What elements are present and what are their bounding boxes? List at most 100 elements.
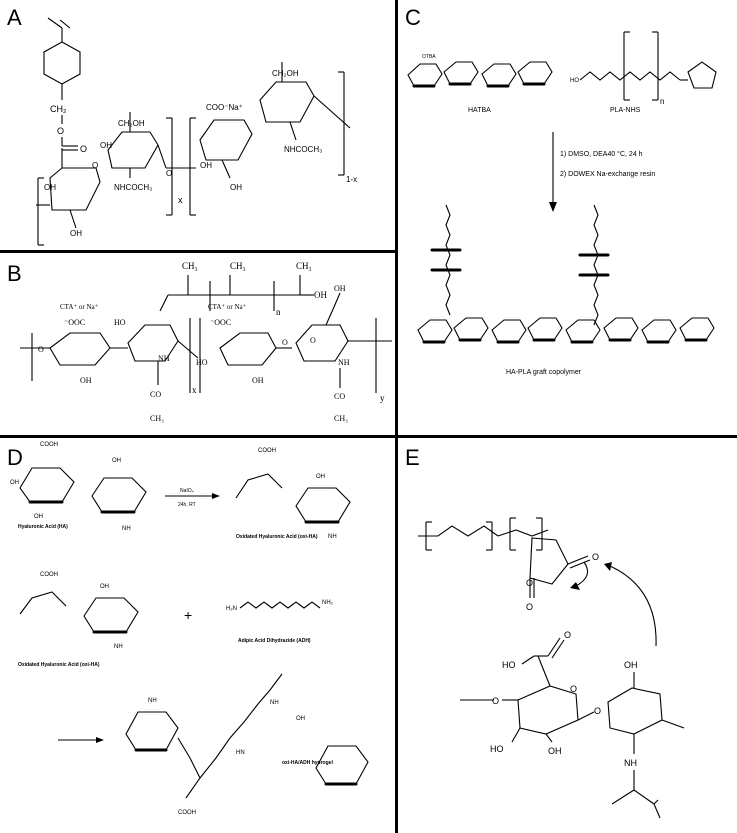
b-cta1: CTA⁺ or Na⁺	[60, 303, 99, 311]
a-nhcoch3b: NHCOCH₃	[284, 145, 322, 154]
d-hydrogel: oxi-HA/ADH hydrogel	[282, 760, 333, 766]
a-coona: COO⁻Na⁺	[206, 103, 243, 112]
b-ch3e: CH₃	[334, 414, 348, 423]
d-nh2: NH	[328, 534, 337, 540]
panel-c: C OTBA HATBA HO n PLA-NHS 1) DMSO, DE	[398, 0, 737, 435]
e-o4: O	[570, 684, 577, 694]
d-nh5: NH	[270, 700, 279, 706]
b-x: x	[192, 385, 197, 395]
b-nh1: NH	[158, 354, 170, 363]
panel-b-label: B	[7, 261, 22, 286]
c-step2: 2) DOWEX Na-exchange resin	[560, 171, 655, 178]
b-oh2: OH	[80, 376, 92, 385]
d-ha: Hyaluronic Acid (HA)	[18, 524, 68, 530]
b-cta2: CTA⁺ or Na⁺	[208, 303, 247, 311]
panel-a-structure: CH₂ O O OH OH x O CH₂OH OH NHCOCH₃ O	[36, 17, 357, 246]
a-o1: O	[57, 126, 64, 136]
e-o5: O	[492, 696, 499, 706]
panel-a: A CH₂ O O OH OH x O CH₂OH OH	[0, 0, 395, 250]
panel-c-structure: OTBA HATBA HO n PLA-NHS 1) DMSO, DEA40 °…	[407, 31, 717, 376]
e-oh2: OH	[624, 660, 638, 670]
b-n: n	[276, 307, 281, 317]
d-cooh1: COOH	[40, 442, 58, 448]
a-oh2: OH	[70, 229, 82, 238]
c-product: HA-PLA graft copolymer	[506, 369, 582, 376]
panel-d: D COOH OH OH OH NH Hyaluronic Acid (HA) …	[0, 438, 395, 833]
c-plnhs: PLA-NHS	[610, 107, 641, 114]
c-product-backbone	[417, 317, 715, 344]
b-ch3d: CH₃	[150, 414, 164, 423]
c-n: n	[660, 97, 664, 106]
a-ch2oh: CH₂OH	[118, 119, 145, 128]
c-hatba: HATBA	[468, 107, 491, 114]
d-oh4: OH	[316, 474, 325, 480]
d-oxiha: Oxidated Hyaluronic Acid (oxi-HA)	[236, 534, 318, 540]
d-h2n: H₂N	[226, 606, 237, 612]
a-oh5: OH	[230, 183, 242, 192]
divider-vertical	[395, 0, 398, 833]
panel-c-label: C	[405, 5, 421, 30]
b-ch3b: CH₃	[230, 261, 246, 271]
a-ch2: CH₂	[50, 104, 67, 114]
b-ch3a: CH₃	[182, 261, 198, 271]
a-o4: O	[166, 169, 172, 178]
a-oh3: OH	[100, 141, 112, 150]
e-nh: NH	[624, 758, 637, 768]
divider-horizontal-top	[0, 250, 396, 253]
b-o2: O	[282, 338, 288, 347]
d-cooh4: COOH	[178, 810, 196, 816]
panel-e: E O O O HO O	[398, 438, 737, 833]
a-onex: 1-x	[346, 175, 357, 184]
c-graft-pla-left	[430, 204, 462, 316]
a-ch2oh2: CH₂OH	[272, 69, 299, 78]
a-o3: O	[92, 161, 98, 170]
d-oh3: OH	[112, 458, 121, 464]
d-nh3: NH	[114, 644, 123, 650]
divider-horizontal-bottom	[0, 435, 737, 438]
b-oh3: OH	[252, 376, 264, 385]
d-oh5: OH	[100, 584, 109, 590]
d-oxiha2: Oxidated Hyaluronic Acid (oxi-HA)	[18, 662, 100, 668]
a-oh4: OH	[200, 161, 212, 170]
d-nh1: NH	[122, 526, 131, 532]
b-o3: O	[310, 336, 316, 345]
panel-d-label: D	[7, 445, 23, 470]
panel-b-structure: CH₃ CH₃ CH₃ OH n CTA⁺ or Na⁺ ⁻OOC OH O H…	[20, 261, 392, 423]
d-nh2a: NH₂	[322, 600, 334, 606]
b-oh: OH	[314, 290, 327, 300]
d-oh1: OH	[10, 480, 19, 486]
e-ho1: HO	[502, 660, 516, 670]
panel-e-structure: O O O HO O O O HO OH O OH NH	[418, 517, 685, 819]
b-oh4: OH	[334, 284, 346, 293]
c-step1: 1) DMSO, DEA40 °C, 24 h	[560, 150, 643, 158]
b-co1: CO	[150, 390, 161, 399]
b-ooc2: ⁻OOC	[210, 318, 231, 327]
e-o3: O	[564, 630, 571, 640]
a-x: x	[178, 195, 183, 205]
e-o1: O	[592, 552, 599, 562]
d-cooh3: COOH	[40, 572, 58, 578]
a-nhcoch3: NHCOCH₃	[114, 183, 152, 192]
b-o1: O	[38, 345, 44, 354]
c-otba: OTBA	[422, 54, 436, 60]
b-ho2: HO	[196, 358, 208, 367]
c-hatba-chain	[407, 61, 553, 88]
d-naio4: NaIO₄	[180, 488, 194, 494]
a-oh1: OH	[44, 183, 56, 192]
panel-e-label: E	[405, 445, 420, 470]
b-nh2: NH	[338, 358, 350, 367]
d-cooh2: COOH	[258, 448, 276, 454]
d-adh: Adipic Acid Dihydrazide (ADH)	[238, 638, 311, 644]
b-ooc1: ⁻OOC	[64, 318, 85, 327]
e-o6: O	[594, 706, 601, 716]
d-hn: HN	[236, 750, 245, 756]
b-ho1: HO	[114, 318, 126, 327]
panel-d-structure: COOH OH OH OH NH Hyaluronic Acid (HA) Na…	[10, 442, 369, 816]
e-oh1: OH	[548, 746, 562, 756]
b-ch3c: CH₃	[296, 261, 312, 271]
a-o2: O	[80, 144, 87, 154]
c-graft-pla-right	[578, 204, 610, 326]
d-oh2: OH	[34, 514, 43, 520]
panel-a-label: A	[7, 5, 22, 30]
panel-b: B CH₃ CH₃ CH₃ OH n CTA⁺ or Na⁺ ⁻OOC OH O…	[0, 253, 395, 435]
